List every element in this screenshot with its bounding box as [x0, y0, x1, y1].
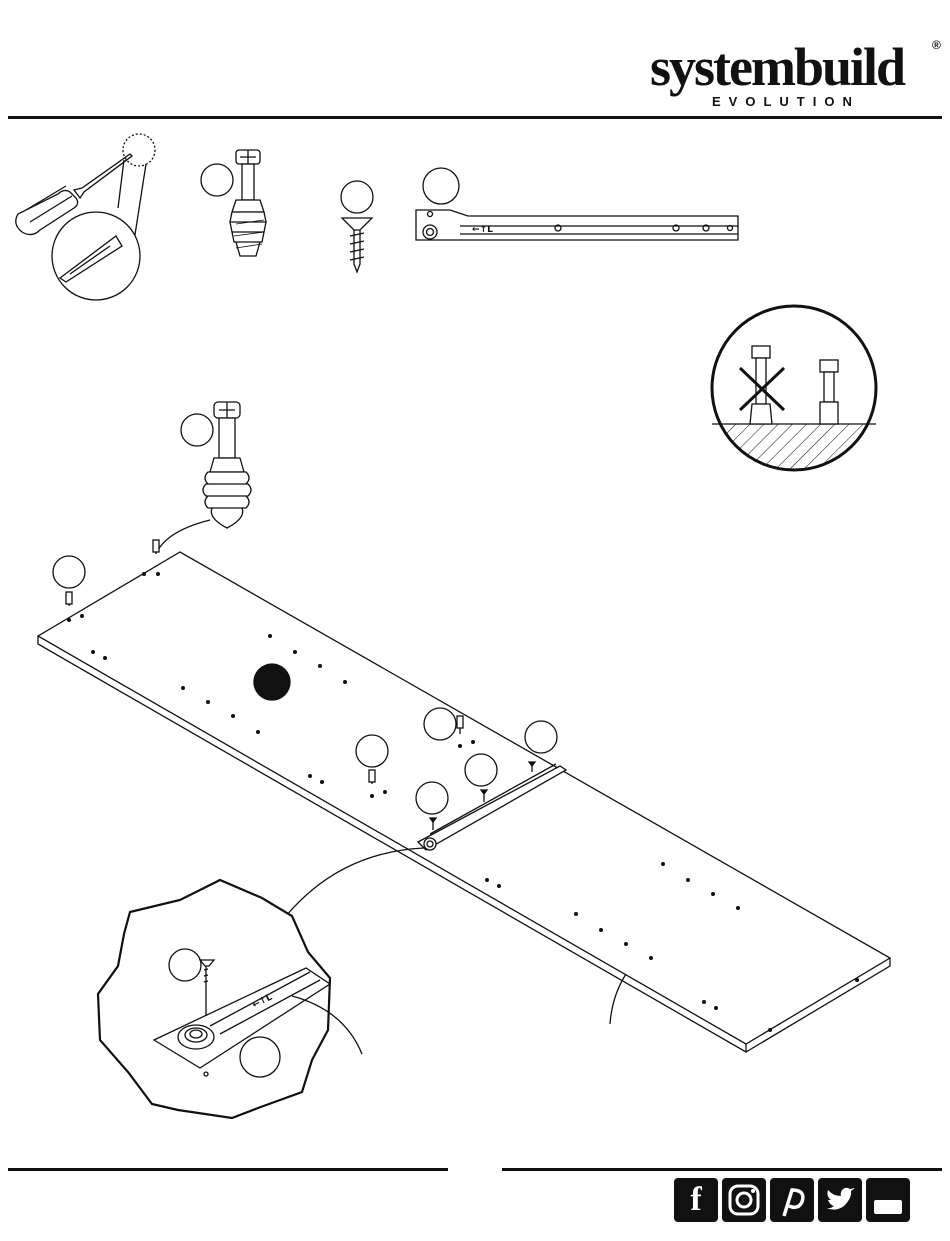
cam-bolt-icon	[201, 150, 266, 256]
detail-view	[98, 880, 362, 1118]
screwdriver-icon	[16, 134, 155, 300]
footer-rule-left	[8, 1168, 448, 1171]
detail-leader	[286, 848, 424, 916]
instagram-icon[interactable]	[722, 1178, 766, 1222]
footer-rule-right	[502, 1168, 942, 1171]
warning-circle	[700, 306, 890, 484]
drawer-slide-icon	[416, 168, 738, 240]
pinterest-icon[interactable]	[770, 1178, 814, 1222]
twitter-icon[interactable]	[818, 1178, 862, 1222]
step-marker	[254, 664, 290, 700]
screw-icon	[341, 181, 373, 272]
social-icons: f	[674, 1178, 910, 1222]
cam-bolt-callout	[158, 402, 251, 550]
slide-marking: ←↑L	[472, 225, 493, 235]
youtube-icon[interactable]	[866, 1178, 910, 1222]
facebook-icon[interactable]: f	[674, 1178, 718, 1222]
